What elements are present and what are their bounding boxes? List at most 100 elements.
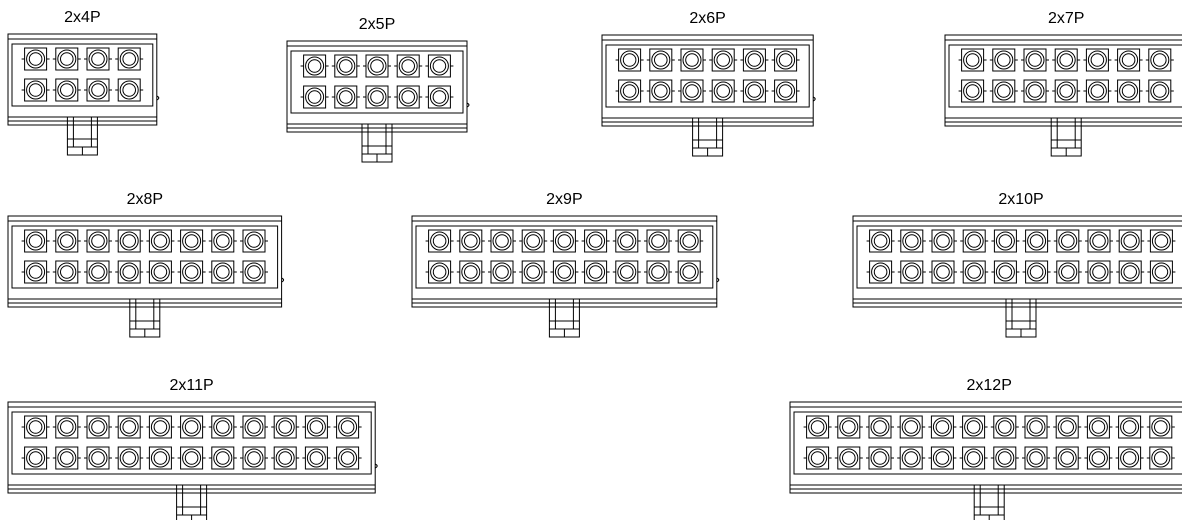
pin-cavity	[675, 229, 704, 253]
connector-2x10p: 2x10P	[852, 191, 1182, 338]
connector-label: 2x11P	[170, 377, 214, 394]
pin-cavity	[1021, 48, 1049, 72]
pin-field-frame	[11, 225, 279, 289]
pin-cavity	[897, 260, 926, 284]
pin-cavity	[1052, 48, 1081, 72]
housing-outline	[411, 215, 718, 308]
pin-cavity	[991, 260, 1020, 284]
pin-cavity	[394, 85, 423, 109]
pin-cavity	[208, 446, 237, 470]
pin-field-frame	[415, 225, 714, 289]
pin-cavity	[115, 229, 144, 253]
pin-cavity	[1147, 260, 1176, 284]
pin-cavity	[240, 260, 268, 284]
pin-cavity	[834, 415, 863, 439]
connector-label: 2x7P	[1048, 10, 1084, 27]
pin-cavity	[84, 78, 112, 102]
latch-tab	[1005, 298, 1037, 338]
pin-cavity	[1083, 48, 1112, 72]
pin-cavity	[834, 446, 863, 470]
connector-2x6p: 2x6P	[601, 10, 816, 157]
pin-cavity	[456, 260, 485, 284]
housing-outline	[852, 215, 1182, 308]
pin-cavity	[1145, 79, 1174, 103]
pin-cavity	[177, 415, 206, 439]
pin-cavity	[177, 260, 206, 284]
pin-cavity	[302, 415, 331, 439]
pin-cavity	[52, 415, 81, 439]
pin-field-frame	[856, 225, 1182, 289]
pin-cavity	[959, 415, 988, 439]
housing-outline	[286, 40, 468, 133]
pin-cavity	[959, 446, 988, 470]
connector-label: 2x4P	[64, 9, 100, 26]
pin-cavity	[1085, 229, 1113, 253]
pin-cavity	[1021, 79, 1049, 103]
pin-cavity	[1022, 415, 1050, 439]
pin-cavity	[1053, 260, 1082, 284]
pin-cavity	[146, 446, 175, 470]
pin-cavity	[84, 229, 112, 253]
pin-cavity	[675, 260, 704, 284]
pin-cavity	[208, 415, 237, 439]
pin-cavity	[612, 229, 641, 253]
pin-cavity	[897, 446, 926, 470]
housing-outline	[789, 401, 1182, 494]
pin-cavity	[929, 229, 957, 253]
connector-label: 2x9P	[546, 191, 582, 208]
latch-tab	[1050, 117, 1082, 157]
housing-outline	[7, 215, 283, 308]
pin-field-frame	[948, 44, 1182, 108]
connector-2x11p: 2x11P	[7, 377, 378, 524]
housing-outline	[944, 34, 1182, 127]
latch-tab	[548, 298, 580, 338]
pin-cavity	[333, 415, 362, 439]
pin-cavity	[1084, 446, 1113, 470]
pin-cavity	[929, 260, 957, 284]
pin-cavity	[615, 79, 644, 103]
pin-cavity	[21, 260, 50, 284]
pin-cavity	[960, 260, 989, 284]
pin-cavity	[897, 229, 926, 253]
pin-cavity	[84, 47, 112, 71]
pin-cavity	[146, 260, 175, 284]
pin-cavity	[581, 260, 610, 284]
pin-cavity	[1115, 446, 1144, 470]
pin-cavity	[678, 48, 706, 72]
pin-cavity	[803, 415, 832, 439]
pin-cavity	[208, 229, 237, 253]
pin-cavity	[21, 229, 50, 253]
pin-cavity	[771, 79, 800, 103]
pin-cavity	[52, 78, 81, 102]
pin-cavity	[52, 260, 81, 284]
pin-cavity	[644, 229, 672, 253]
connector-2x7p: 2x7P	[944, 10, 1182, 157]
pin-cavity	[1053, 229, 1082, 253]
pin-cavity	[52, 446, 81, 470]
pin-cavity	[363, 54, 391, 78]
pin-cavity	[84, 415, 112, 439]
pin-cavity	[52, 229, 81, 253]
pin-cavity	[84, 446, 112, 470]
pin-cavity	[709, 79, 738, 103]
pin-cavity	[177, 229, 206, 253]
pin-cavity	[958, 79, 987, 103]
pin-cavity	[615, 48, 644, 72]
pin-cavity	[331, 85, 360, 109]
pin-cavity	[646, 79, 675, 103]
pin-cavity	[425, 54, 454, 78]
pin-cavity	[990, 446, 1019, 470]
pin-cavity	[866, 260, 895, 284]
pin-cavity	[1083, 79, 1112, 103]
pin-cavity	[960, 229, 989, 253]
pin-cavity	[177, 446, 206, 470]
side-notch	[156, 95, 160, 101]
pin-cavity	[1053, 446, 1082, 470]
pin-cavity	[21, 78, 50, 102]
pin-cavity	[1084, 415, 1113, 439]
pin-cavity	[21, 446, 50, 470]
pin-cavity	[21, 415, 50, 439]
pin-cavity	[646, 48, 675, 72]
pin-field-frame	[605, 44, 810, 108]
pin-cavity	[866, 415, 894, 439]
